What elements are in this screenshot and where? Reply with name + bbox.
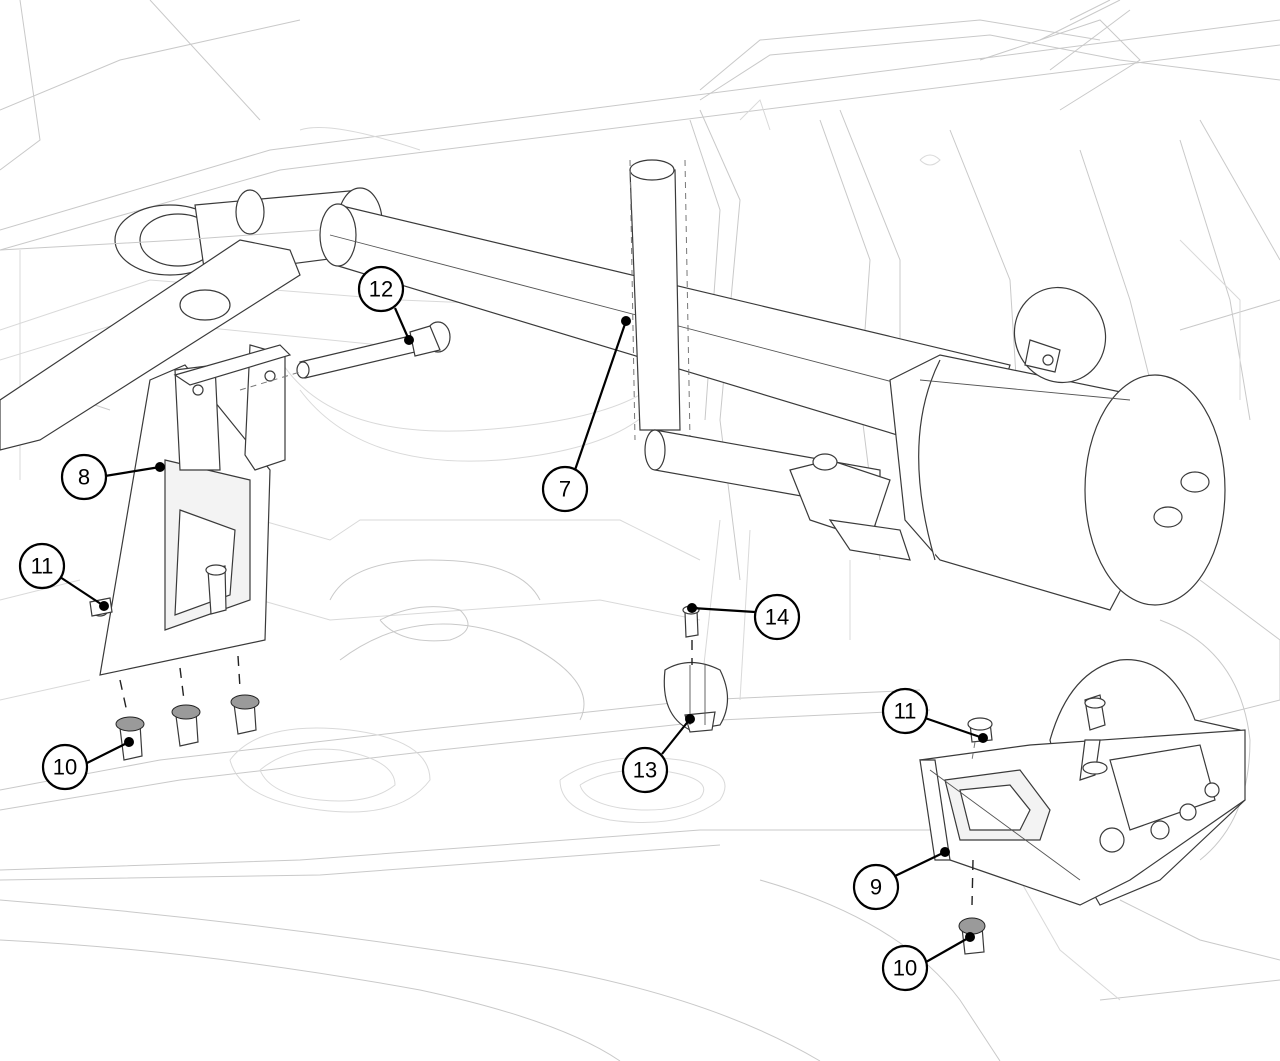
leader-13 — [661, 718, 691, 755]
leader-11-right — [924, 716, 984, 740]
callout-10-left: 10 — [41, 743, 89, 791]
callout-9: 9 — [852, 863, 900, 911]
callout-8-label: 8 — [78, 465, 90, 490]
callout-10-right: 10 — [881, 944, 929, 992]
leader-dot-10-left — [124, 737, 134, 747]
callout-13: 13 — [621, 746, 669, 794]
leader-dot-12 — [404, 335, 414, 345]
leader-8 — [104, 465, 161, 478]
callout-8: 8 — [60, 453, 108, 501]
bolt-right — [967, 717, 993, 761]
torsion-tube-assembly — [319, 159, 1226, 611]
callout-12-label: 12 — [369, 277, 393, 302]
nuts-left — [115, 655, 260, 761]
callout-14-label: 14 — [765, 605, 789, 630]
leader-7 — [573, 320, 628, 471]
callout-10-left-label: 10 — [53, 755, 77, 780]
clamp-screw — [682, 605, 700, 665]
leader-10-right — [925, 936, 971, 963]
leader-dot-13 — [685, 714, 695, 724]
callout-13-label: 13 — [633, 758, 657, 783]
callout-11-left: 11 — [18, 542, 66, 590]
tube-clamp — [663, 661, 729, 733]
callout-11-right: 11 — [881, 687, 929, 735]
leader-dot-10-right — [965, 932, 975, 942]
leader-dot-11-left — [99, 601, 109, 611]
leader-dot-11-right — [978, 733, 988, 743]
clevis-pin — [239, 321, 451, 391]
leader-9 — [894, 851, 946, 877]
leader-12 — [393, 307, 411, 341]
callout-10-right-label: 10 — [893, 956, 917, 981]
leader-lines — [59, 307, 988, 963]
callout-7: 7 — [541, 465, 589, 513]
left-mounting-bracket — [0, 229, 321, 676]
leader-dot-9 — [940, 847, 950, 857]
leader-11-left — [59, 576, 105, 607]
right-mounting-bracket — [919, 659, 1246, 906]
callout-7-label: 7 — [559, 477, 571, 502]
callout-12: 12 — [357, 265, 405, 313]
callout-11-right-label: 11 — [894, 699, 917, 724]
leader-dot-7 — [621, 316, 631, 326]
callout-14: 14 — [753, 593, 801, 641]
leader-dot-8 — [155, 462, 165, 472]
callout-11-left-label: 11 — [31, 554, 54, 579]
leader-10-left — [86, 741, 130, 764]
callout-9-label: 9 — [870, 875, 882, 900]
leader-14 — [691, 606, 756, 614]
leader-dot-14 — [687, 603, 697, 613]
